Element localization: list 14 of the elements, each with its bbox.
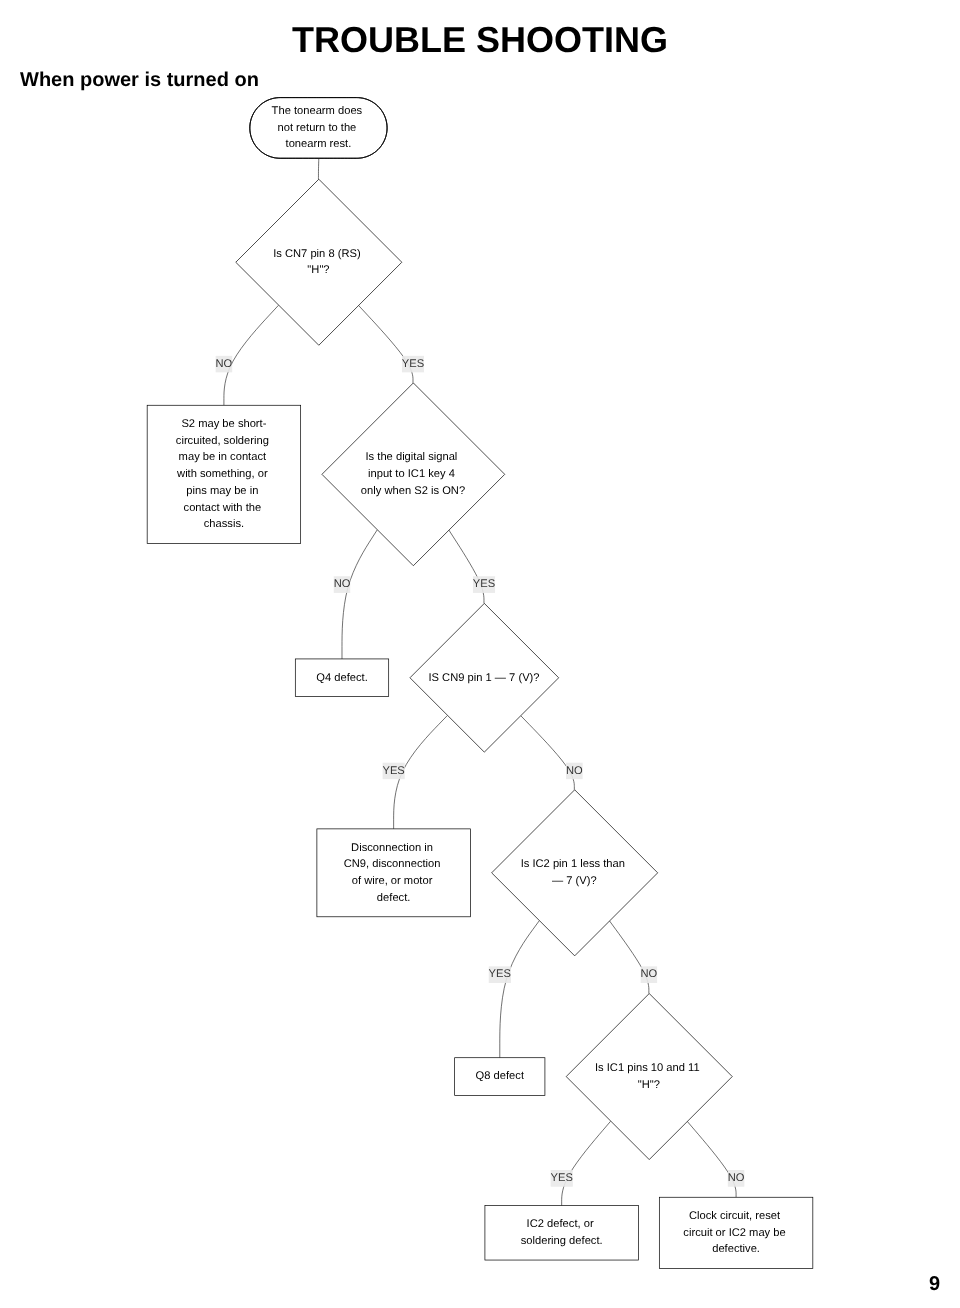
connector	[341, 529, 378, 660]
connector	[393, 715, 448, 830]
section-heading: When power is turned on	[20, 70, 261, 92]
connector	[448, 529, 485, 604]
connector	[609, 920, 650, 994]
page-number: 9	[926, 1274, 940, 1296]
connector	[358, 304, 414, 384]
connector	[499, 920, 540, 1059]
connector	[223, 304, 279, 406]
connector	[520, 715, 575, 791]
page-title: TROUBLE SHOOTING	[290, 20, 670, 62]
connector	[561, 1120, 611, 1206]
connector	[318, 158, 320, 180]
connector	[686, 1120, 737, 1198]
